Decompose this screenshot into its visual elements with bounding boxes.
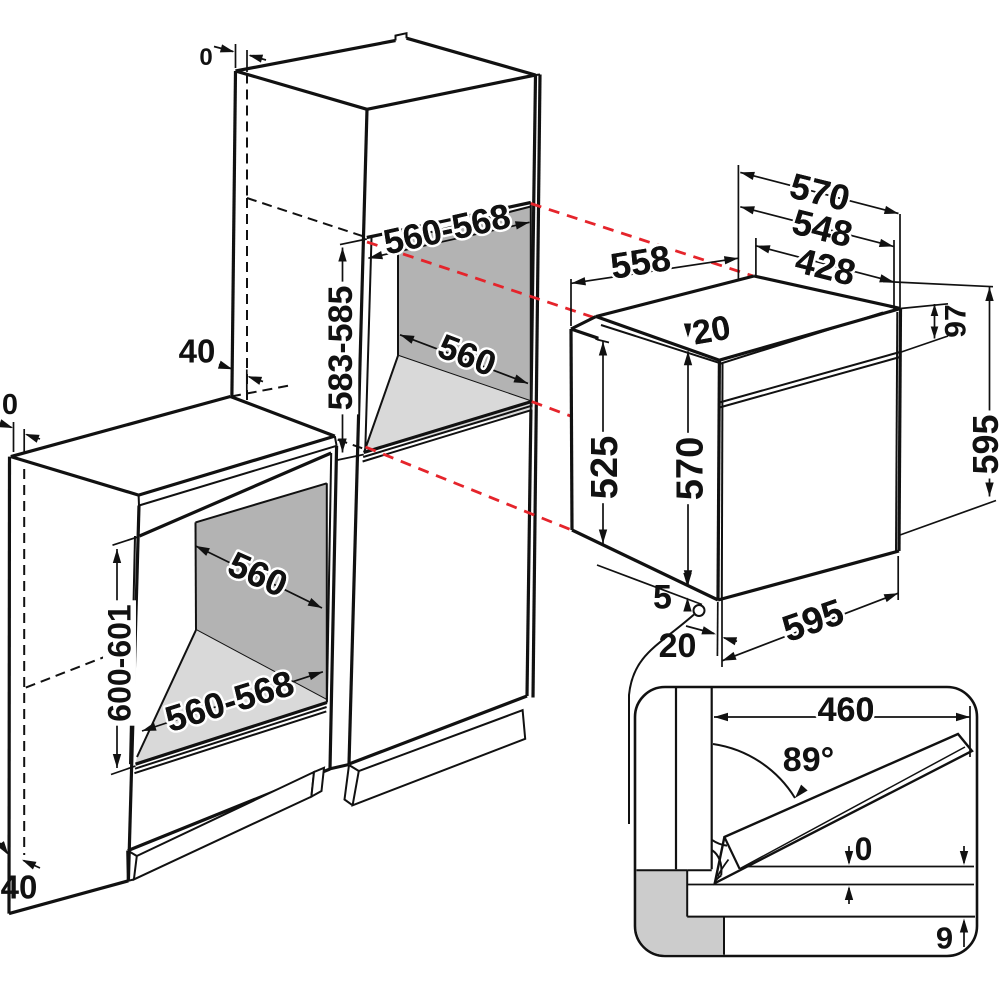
svg-text:0: 0: [199, 44, 212, 71]
svg-text:595: 595: [965, 414, 1000, 474]
svg-text:20: 20: [659, 627, 697, 665]
svg-text:558: 558: [608, 237, 674, 287]
svg-text:0: 0: [2, 389, 18, 421]
svg-text:0: 0: [855, 831, 873, 867]
svg-text:600-601: 600-601: [102, 604, 138, 721]
svg-text:525: 525: [584, 436, 626, 499]
svg-text:5: 5: [653, 579, 672, 617]
svg-text:89°: 89°: [783, 741, 834, 779]
svg-text:9: 9: [936, 921, 953, 956]
svg-text:460: 460: [818, 691, 875, 729]
svg-text:570: 570: [670, 437, 712, 500]
svg-text:40: 40: [179, 333, 216, 370]
svg-text:20: 20: [690, 309, 734, 353]
svg-text:20: 20: [690, 309, 734, 353]
svg-text:40: 40: [1, 869, 38, 906]
svg-text:97: 97: [940, 304, 973, 337]
svg-text:583-585: 583-585: [322, 286, 360, 411]
svg-text:460: 460: [818, 691, 875, 729]
